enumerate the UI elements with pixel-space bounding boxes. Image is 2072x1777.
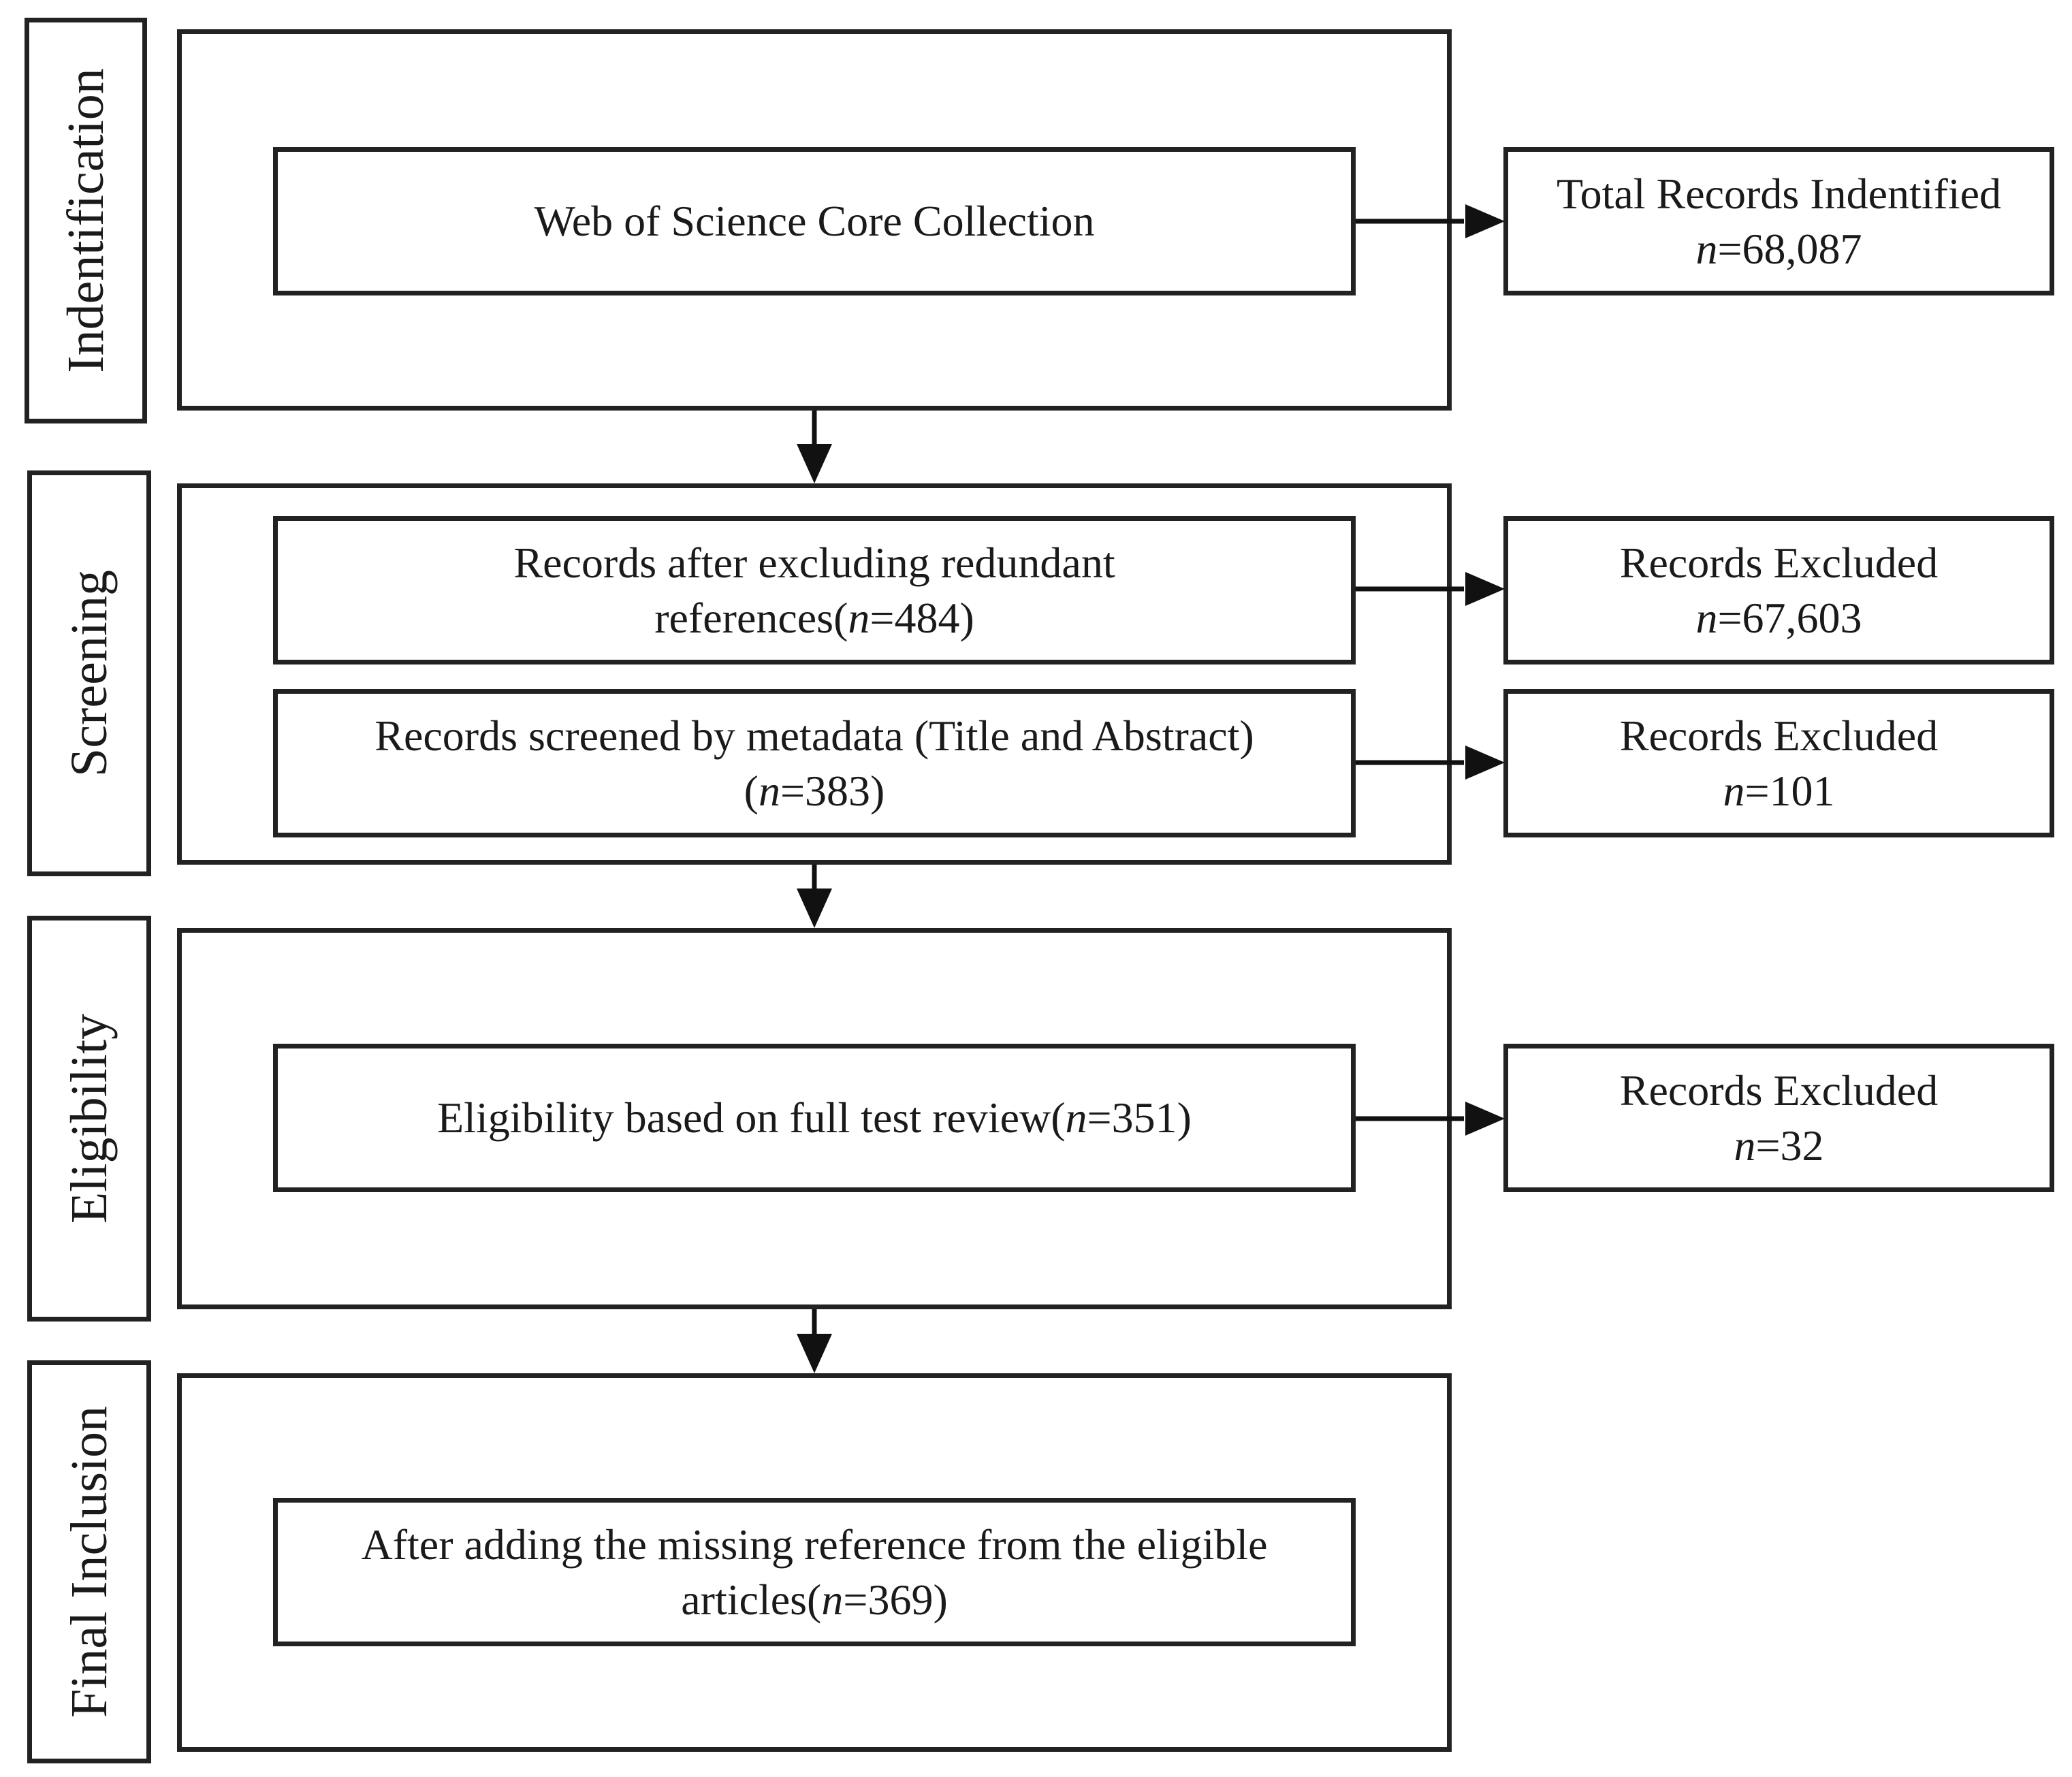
stage-label-identification: Indentification — [25, 18, 147, 423]
eligibility-close: ) — [1177, 1093, 1192, 1142]
redundant-close: ) — [959, 594, 974, 642]
final-node: After adding the missing reference from … — [273, 1498, 1356, 1646]
metadata-n-label: n — [758, 767, 780, 815]
arrowhead-excluded-1 — [1465, 572, 1505, 606]
arrowhead-excluded-3 — [1465, 1102, 1505, 1136]
excluded-box-2: Records Excluded n=101 — [1503, 689, 2054, 837]
wos-node-text: Web of Science Core Collection — [534, 197, 1095, 246]
final-line1: After adding the missing reference from … — [361, 1520, 1268, 1569]
metadata-value: =383 — [780, 767, 871, 815]
metadata-line1: Records screened by metadata (Title and … — [374, 711, 1254, 760]
final-value: =369 — [843, 1575, 934, 1624]
arrowhead-screening — [797, 444, 832, 483]
redundant-line2-prefix: references( — [654, 594, 848, 642]
arrowhead-total — [1465, 204, 1505, 238]
excluded-box-1: Records Excluded n=67,603 — [1503, 516, 2054, 665]
stage-label-final-inclusion: Final Inclusion — [27, 1360, 151, 1763]
arrowhead-final — [797, 1334, 832, 1373]
excluded-box-3: Records Excluded n=32 — [1503, 1044, 2054, 1192]
final-n-label: n — [821, 1575, 844, 1624]
redundant-value: =484 — [870, 594, 960, 642]
excluded-1-value: =67,603 — [1717, 594, 1862, 642]
final-close: ) — [933, 1575, 948, 1624]
excluded-2-n-label: n — [1723, 767, 1745, 815]
total-records-value: =68,087 — [1717, 225, 1862, 273]
total-records-title: Total Records Indentified — [1556, 169, 2002, 218]
stage-label-eligibility: Eligibility — [27, 916, 151, 1322]
wos-node: Web of Science Core Collection — [273, 147, 1356, 295]
eligibility-value: =351 — [1087, 1093, 1177, 1142]
redundant-node: Records after excluding redundant refere… — [273, 516, 1356, 665]
stage-label-screening: Screening — [27, 470, 151, 876]
final-line2-prefix: articles( — [681, 1575, 822, 1624]
total-records-box: Total Records Indentified n=68,087 — [1503, 147, 2054, 295]
excluded-2-title: Records Excluded — [1619, 711, 1939, 760]
excluded-1-n-label: n — [1695, 594, 1718, 642]
excluded-3-n-label: n — [1734, 1121, 1756, 1170]
excluded-3-value: =32 — [1755, 1121, 1824, 1170]
arrowhead-excluded-2 — [1465, 746, 1505, 780]
total-records-n-label: n — [1695, 225, 1718, 273]
excluded-3-title: Records Excluded — [1619, 1066, 1939, 1115]
redundant-n-label: n — [848, 594, 870, 642]
eligibility-node: Eligibility based on full test review(n=… — [273, 1044, 1356, 1192]
metadata-line2-prefix: ( — [744, 767, 759, 815]
arrowhead-eligibility — [797, 888, 832, 928]
excluded-2-value: =101 — [1744, 767, 1835, 815]
metadata-node: Records screened by metadata (Title and … — [273, 689, 1356, 837]
metadata-close: ) — [870, 767, 885, 815]
redundant-line1: Records after excluding redundant — [513, 538, 1115, 587]
eligibility-n-label: n — [1065, 1093, 1087, 1142]
excluded-1-title: Records Excluded — [1619, 538, 1939, 587]
eligibility-prefix: Eligibility based on full test review( — [437, 1093, 1066, 1142]
